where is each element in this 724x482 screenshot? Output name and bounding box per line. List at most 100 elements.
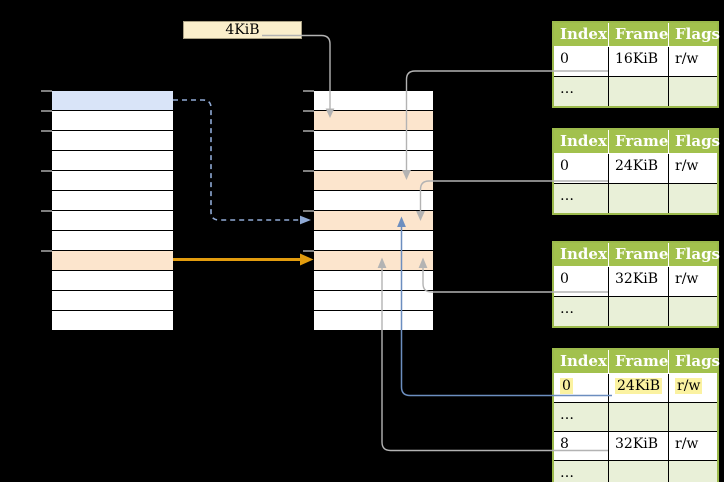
orange-mapping-arrow <box>173 253 314 266</box>
memory-row <box>52 191 173 211</box>
memory-row <box>314 131 433 151</box>
memory-row-orange <box>314 111 433 131</box>
highlighted-value: r/w <box>675 378 703 394</box>
memory-row <box>52 171 173 191</box>
column-header-index: Index <box>560 352 607 370</box>
cell-index: … <box>560 465 574 481</box>
memory-row <box>314 311 433 331</box>
cell-index: … <box>560 407 574 423</box>
column-header-flags: Flags <box>668 243 720 266</box>
address-tick <box>41 130 52 132</box>
address-tick <box>41 110 52 112</box>
dashed-translation-arrow <box>173 99 311 225</box>
page-table-ellipsis-row: … <box>554 402 717 431</box>
cell-frame: 24KiB <box>608 374 668 402</box>
physical-memory-table <box>303 90 434 332</box>
arrow-virtualpage0-to-frame24kib <box>173 99 301 221</box>
memory-row <box>52 291 173 311</box>
cell-flags <box>668 403 717 431</box>
cell-frame <box>608 403 668 431</box>
memory-row <box>314 291 433 311</box>
memory-row <box>52 131 173 151</box>
column-header-frame: Frame <box>608 23 668 46</box>
address-tick <box>41 210 52 212</box>
memory-row <box>52 271 173 291</box>
cell-flags: r/w <box>668 267 717 296</box>
page-table-entry-row: 0 24KiB r/w <box>554 374 717 402</box>
cell-flags <box>668 461 717 482</box>
cell-index: 8 <box>560 436 569 452</box>
cell-frame <box>608 461 668 482</box>
cell-frame <box>608 297 668 326</box>
memory-row <box>52 231 173 251</box>
address-tick <box>303 250 314 252</box>
column-header-frame: Frame <box>608 243 668 266</box>
address-tick <box>303 210 314 212</box>
address-tick <box>41 250 52 252</box>
column-header-frame: Frame <box>608 350 668 373</box>
column-header-flags: Flags <box>668 130 720 153</box>
cell-index: 0 <box>560 51 569 67</box>
memory-row <box>52 311 173 331</box>
memory-row-orange <box>314 211 433 231</box>
memory-row <box>52 111 173 131</box>
column-header-index: Index <box>560 25 607 43</box>
memory-row-orange <box>314 171 433 191</box>
arrowhead-right-icon <box>300 215 311 225</box>
page-table-ellipsis-row: … <box>554 460 717 482</box>
cell-index: … <box>560 301 574 317</box>
page-table-ellipsis-row: … <box>554 296 717 326</box>
cell-flags: r/w <box>668 374 717 402</box>
address-tick <box>41 90 52 92</box>
memory-row-blue <box>52 91 173 111</box>
cell-frame: 32KiB <box>608 267 668 296</box>
cell-flags <box>668 184 717 213</box>
column-header-flags: Flags <box>668 23 720 46</box>
address-tick <box>41 170 52 172</box>
memory-row-orange <box>314 251 433 271</box>
memory-row <box>52 211 173 231</box>
cell-frame <box>608 184 668 213</box>
cell-index: … <box>560 81 574 97</box>
memory-row-orange <box>52 251 173 271</box>
address-tick <box>303 110 314 112</box>
arrowhead-right-icon <box>300 253 314 266</box>
memory-row <box>314 271 433 291</box>
column-header-index: Index <box>560 132 607 150</box>
cell-flags: r/w <box>668 47 717 76</box>
cell-flags: r/w <box>668 432 717 460</box>
page-table-ellipsis-row: … <box>554 183 717 213</box>
cell-frame: 32KiB <box>608 432 668 460</box>
address-tick <box>303 130 314 132</box>
memory-row <box>314 191 433 211</box>
cell-index: … <box>560 188 574 204</box>
highlighted-value: 0 <box>560 378 573 394</box>
highlighted-value: 24KiB <box>615 378 663 394</box>
cell-frame: 24KiB <box>608 154 668 183</box>
cell-flags <box>668 77 717 106</box>
column-header-flags: Flags <box>668 350 720 373</box>
memory-row <box>314 231 433 251</box>
cell-frame <box>608 77 668 106</box>
cell-index: 0 <box>560 271 569 287</box>
address-tick <box>303 170 314 172</box>
memory-row <box>52 151 173 171</box>
cell-index: 0 <box>554 374 608 402</box>
column-header-frame: Frame <box>608 130 668 153</box>
cell-index: 0 <box>560 158 569 174</box>
memory-row <box>314 151 433 171</box>
column-header-index: Index <box>560 245 607 263</box>
